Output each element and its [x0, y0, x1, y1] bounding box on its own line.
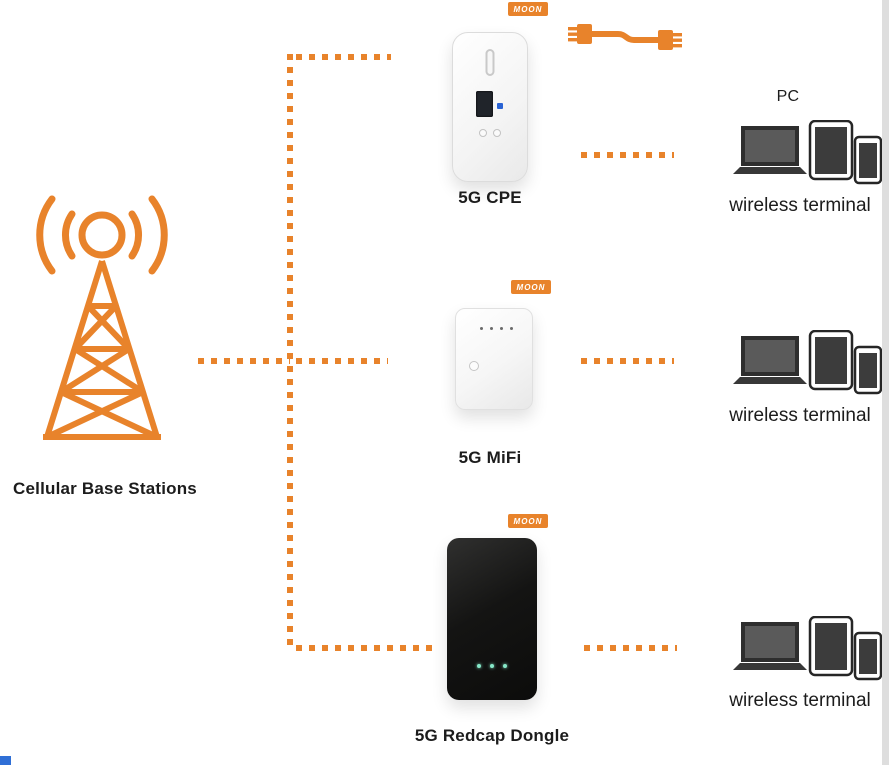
laptop-icon [733, 336, 807, 384]
dongle-led-indicators [477, 664, 507, 668]
tablet-icon [808, 616, 854, 677]
terminal-devices-icon [733, 616, 883, 681]
device-5g-cpe [452, 32, 528, 182]
terminal-label: wireless terminal [729, 405, 871, 426]
base-station-label: Cellular Base Stations [13, 479, 197, 498]
terminal-devices-icon [733, 120, 883, 185]
ethernet-cable-icon [568, 24, 682, 50]
device-label-dongle: 5G Redcap Dongle [414, 726, 570, 745]
right-edge-strip [882, 0, 889, 765]
smartphone-icon [853, 345, 883, 395]
cpe-led-indicator [497, 103, 503, 109]
connector-dongle-to-terminal [584, 645, 677, 651]
connector-mifi-to-terminal [581, 358, 674, 364]
brand-badge-dongle: MOON [508, 514, 548, 528]
smartphone-icon [853, 135, 883, 185]
connector-branch-dongle [296, 645, 439, 651]
laptop-icon [733, 622, 807, 670]
device-label-cpe: 5G CPE [458, 188, 522, 207]
laptop-icon [733, 126, 807, 174]
cpe-display [476, 91, 493, 117]
terminal-label: wireless terminal [729, 195, 871, 216]
terminal-label: wireless terminal [729, 690, 871, 711]
smartphone-icon [853, 631, 883, 681]
brand-badge-cpe: MOON [508, 2, 548, 16]
mifi-led-dots [480, 327, 513, 330]
tablet-icon [808, 330, 854, 391]
cell-tower-icon [36, 195, 168, 440]
device-label-mifi: 5G MiFi [458, 448, 522, 467]
device-5g-redcap-dongle [447, 538, 537, 700]
device-5g-mifi [455, 308, 533, 410]
connector-branch-cpe [296, 54, 391, 60]
terminal-devices-icon [733, 330, 883, 395]
connector-cpe-to-terminal [581, 152, 674, 158]
tablet-icon [808, 120, 854, 181]
connector-branch-mifi [296, 358, 388, 364]
brand-badge-mifi: MOON [511, 280, 551, 294]
corner-accent [0, 756, 11, 765]
connector-trunk-vertical [287, 54, 293, 652]
mifi-button [469, 361, 479, 371]
connector-tower-to-trunk [198, 358, 290, 364]
cpe-button [479, 129, 487, 137]
terminal-title-pc: PC [776, 88, 800, 105]
cpe-button [493, 129, 501, 137]
cpe-status-pill [485, 49, 495, 76]
